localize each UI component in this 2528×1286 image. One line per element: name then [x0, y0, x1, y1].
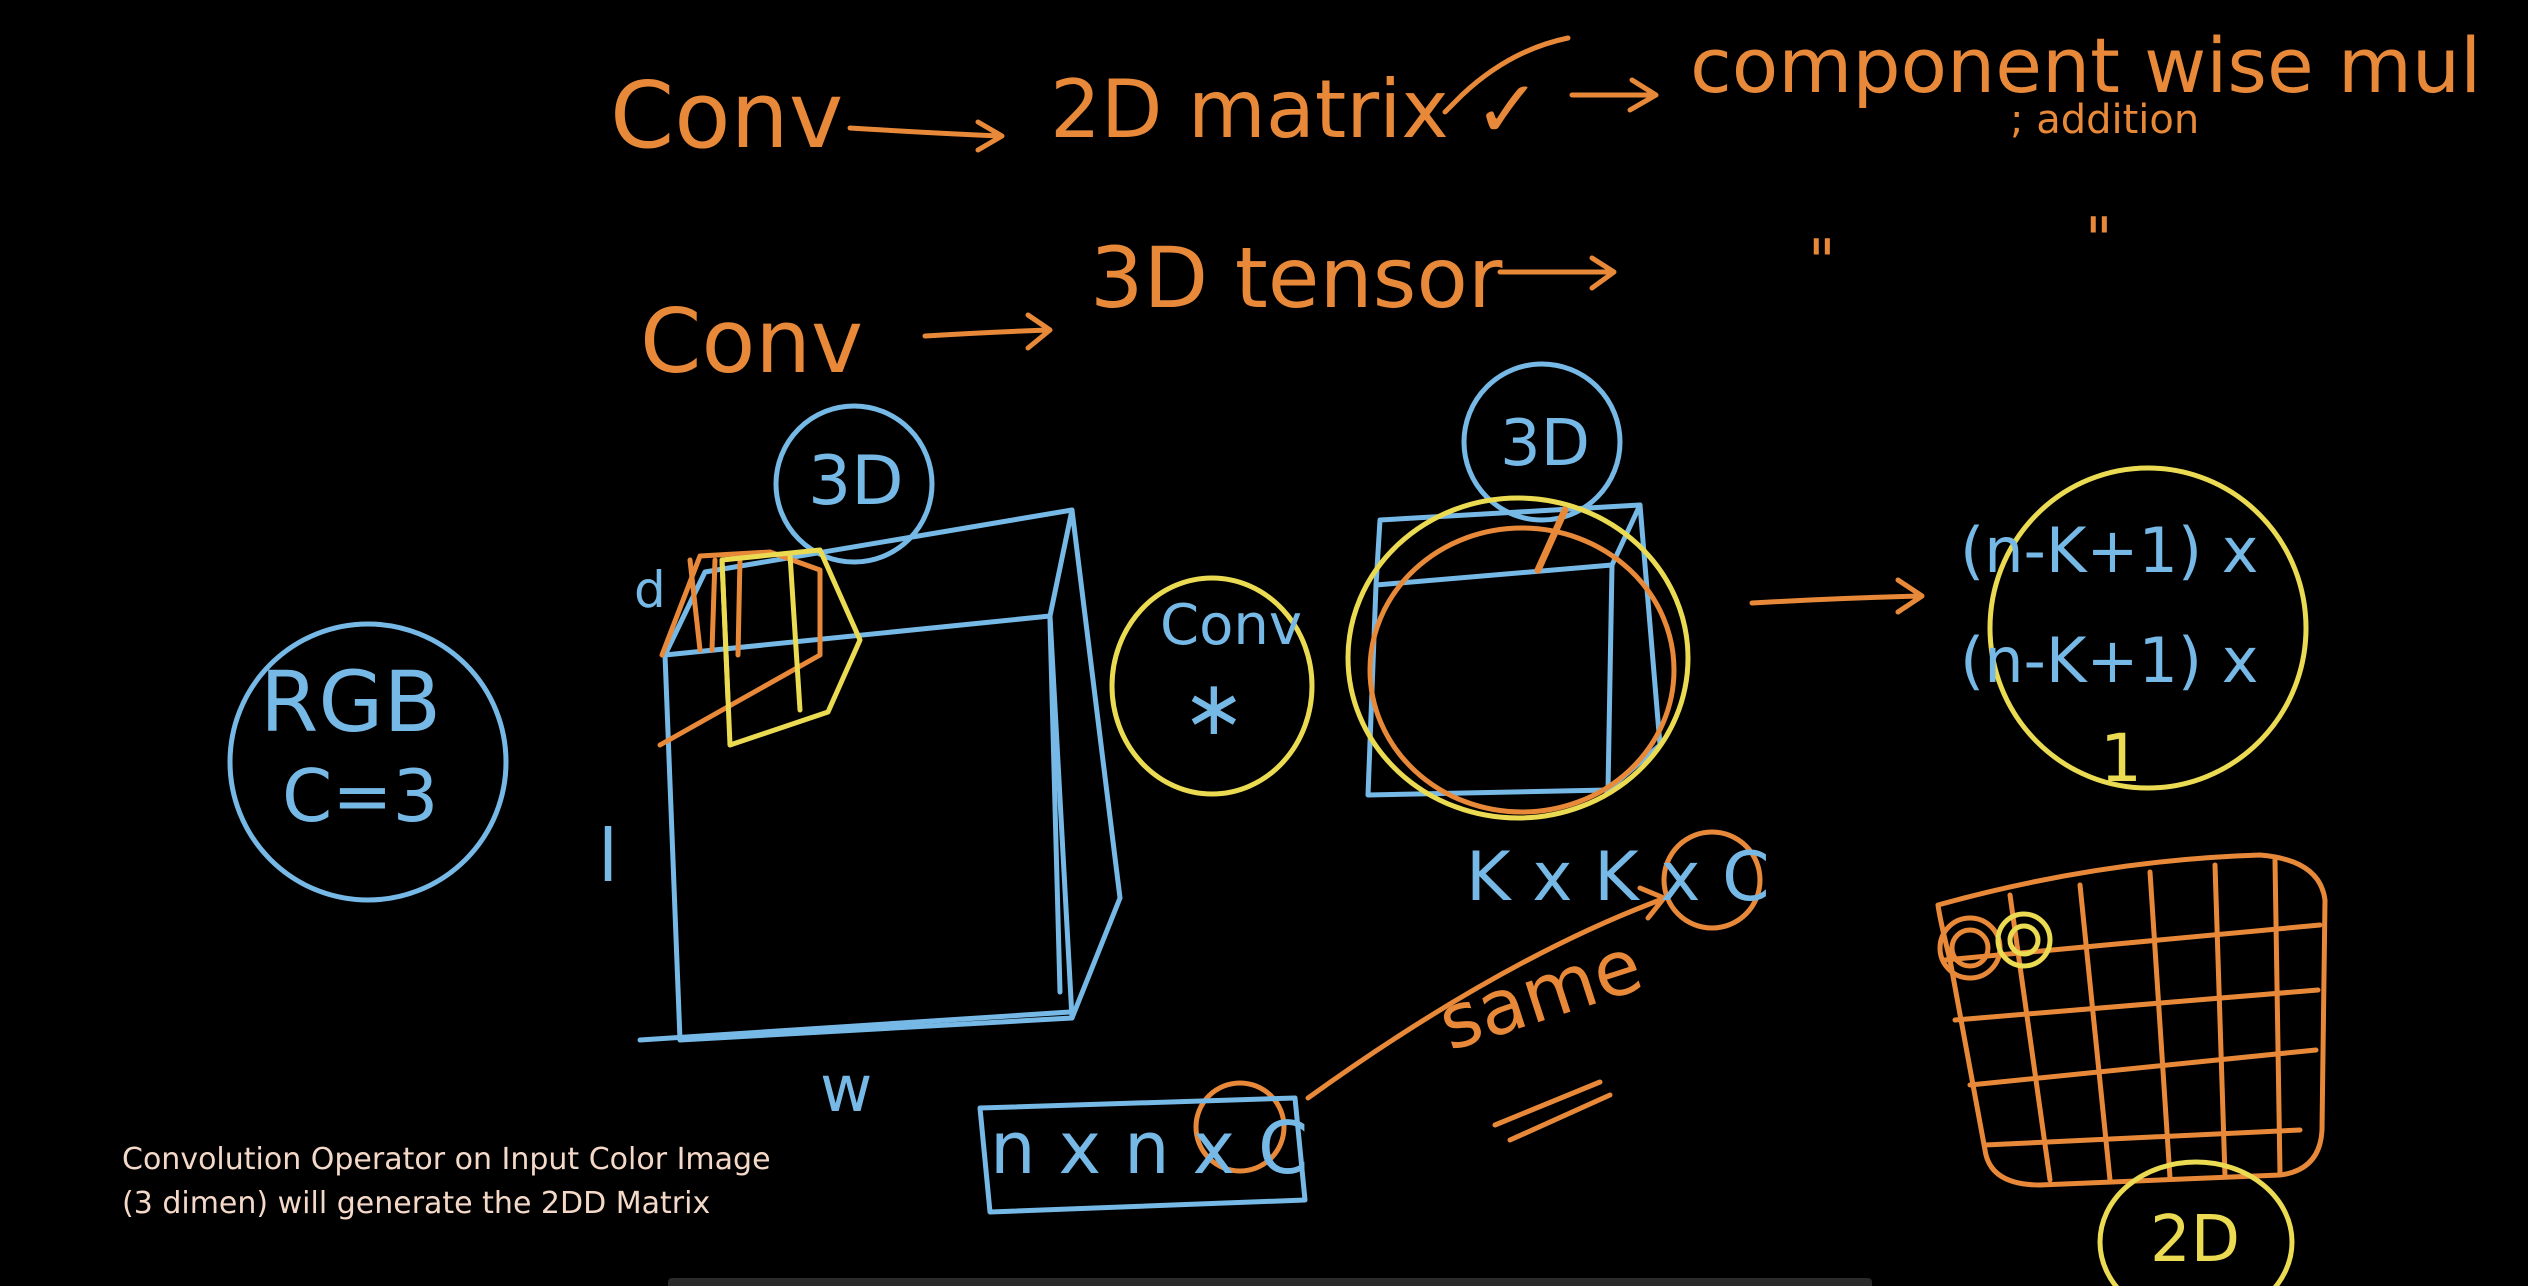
- row1-arrow-2: [1569, 77, 1659, 113]
- input-width-dim: [637, 1009, 1073, 1043]
- kernel-c-circle: [1661, 829, 1763, 931]
- input-yellow-patch: [719, 547, 863, 748]
- input-length-dim: [1047, 617, 1063, 995]
- caption-line-1: Convolution Operator on Input Color Imag…: [122, 1142, 771, 1177]
- row1-result-sub: ; addition: [2010, 97, 2200, 143]
- row1-op: Conv: [610, 62, 844, 169]
- caption: Convolution Operator on Input Color Imag…: [122, 1138, 771, 1226]
- input-cube-top: [662, 507, 1075, 658]
- kernel-3d-circle: [1461, 361, 1623, 523]
- output-grid-outline: [1935, 852, 2328, 1188]
- input-size-label: n x n x C: [990, 1106, 1309, 1190]
- input-size-box: [977, 1095, 1308, 1215]
- output-2d-tag: 2D: [2150, 1203, 2240, 1277]
- output-arrow: [1749, 577, 1925, 615]
- input-3d-circle: [773, 403, 935, 565]
- row2-object: 3D tensor: [1090, 229, 1503, 327]
- row2-ditto-1: ": [1808, 227, 1836, 297]
- conv-operator-circle: [1109, 575, 1315, 797]
- input-depth-label: d: [634, 561, 666, 619]
- same-underline: [1492, 1079, 1613, 1143]
- row1-checkmark: [1442, 35, 1571, 115]
- rgb-label: RGB: [260, 653, 442, 751]
- output-2d-circle: [2097, 1159, 2295, 1286]
- conv-operator-label: Conv: [1160, 593, 1302, 658]
- video-scrubber-bar[interactable]: [668, 1278, 1872, 1286]
- row2-arrow-1: [922, 312, 1053, 351]
- output-formula-circle: [1987, 465, 2309, 791]
- same-arrow: [1305, 885, 1667, 1101]
- row2-ditto-2: ": [2085, 205, 2113, 275]
- rgb-circle: [227, 621, 509, 903]
- caption-line-2: (3 dimen) will generate the 2DD Matrix: [122, 1186, 711, 1221]
- input-c-circle: [1193, 1080, 1287, 1174]
- output-formula-line-3: 1: [2100, 720, 2142, 797]
- row1-object: 2D matrix ✓: [1050, 63, 1542, 156]
- input-length-label: l: [598, 814, 619, 898]
- output-formula-line-1: (n-K+1) x: [1960, 514, 2259, 587]
- kernel-3d-tag: 3D: [1500, 407, 1590, 481]
- row2-op: Conv: [640, 290, 864, 393]
- conv-operator-symbol: ∗: [1182, 663, 1246, 752]
- row1-arrow-1: [847, 119, 1005, 153]
- kernel-yellow-ring: [1345, 495, 1691, 821]
- input-3d-tag: 3D: [808, 442, 904, 521]
- input-width-label: w: [820, 1053, 873, 1127]
- channels-label: C=3: [282, 754, 439, 838]
- input-cube-side: [1069, 507, 1123, 1021]
- kernel-orange-ring: [1367, 525, 1677, 815]
- output-cell-yellow: [1995, 911, 2053, 969]
- row2-arrow-2: [1497, 255, 1617, 291]
- row1-result: component wise mul: [1690, 21, 2482, 110]
- output-formula-line-2: (n-K+1) x: [1960, 624, 2259, 697]
- kernel-size-label: K x K x C: [1466, 838, 1770, 917]
